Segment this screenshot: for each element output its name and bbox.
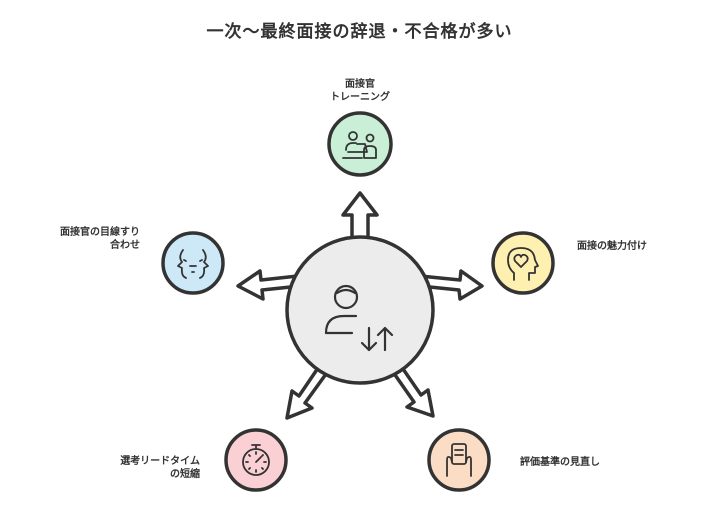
hand-document-icon (446, 443, 472, 477)
label-criteria-review: 評価基準の見直し (520, 457, 600, 468)
page-title: 一次〜最終面接の辞退・不合格が多い (206, 22, 513, 42)
label-leadtime-reduction: 選考リードタイム の短縮 (120, 456, 200, 480)
arrow-bottom-left (285, 366, 328, 420)
node-top (327, 111, 393, 177)
laptop-user-icon (342, 131, 377, 159)
arrow-left (236, 269, 302, 301)
node-bottom-left (224, 428, 288, 492)
label-interview-appeal: 面接の魅力付け (577, 241, 647, 252)
node-left (161, 231, 225, 295)
center-node (285, 235, 435, 385)
stopwatch-icon (242, 444, 270, 476)
arrow-bottom-right (391, 364, 435, 418)
node-right (491, 231, 555, 295)
person-arrows-icon (324, 284, 394, 352)
faces-icon (177, 249, 209, 279)
node-bottom-right (427, 428, 491, 492)
label-trainer-training: 面接官 トレーニング (330, 79, 390, 103)
label-interviewer-alignment: 面接官の目線すり 合わせ (60, 227, 140, 251)
head-heart-icon (507, 247, 539, 281)
